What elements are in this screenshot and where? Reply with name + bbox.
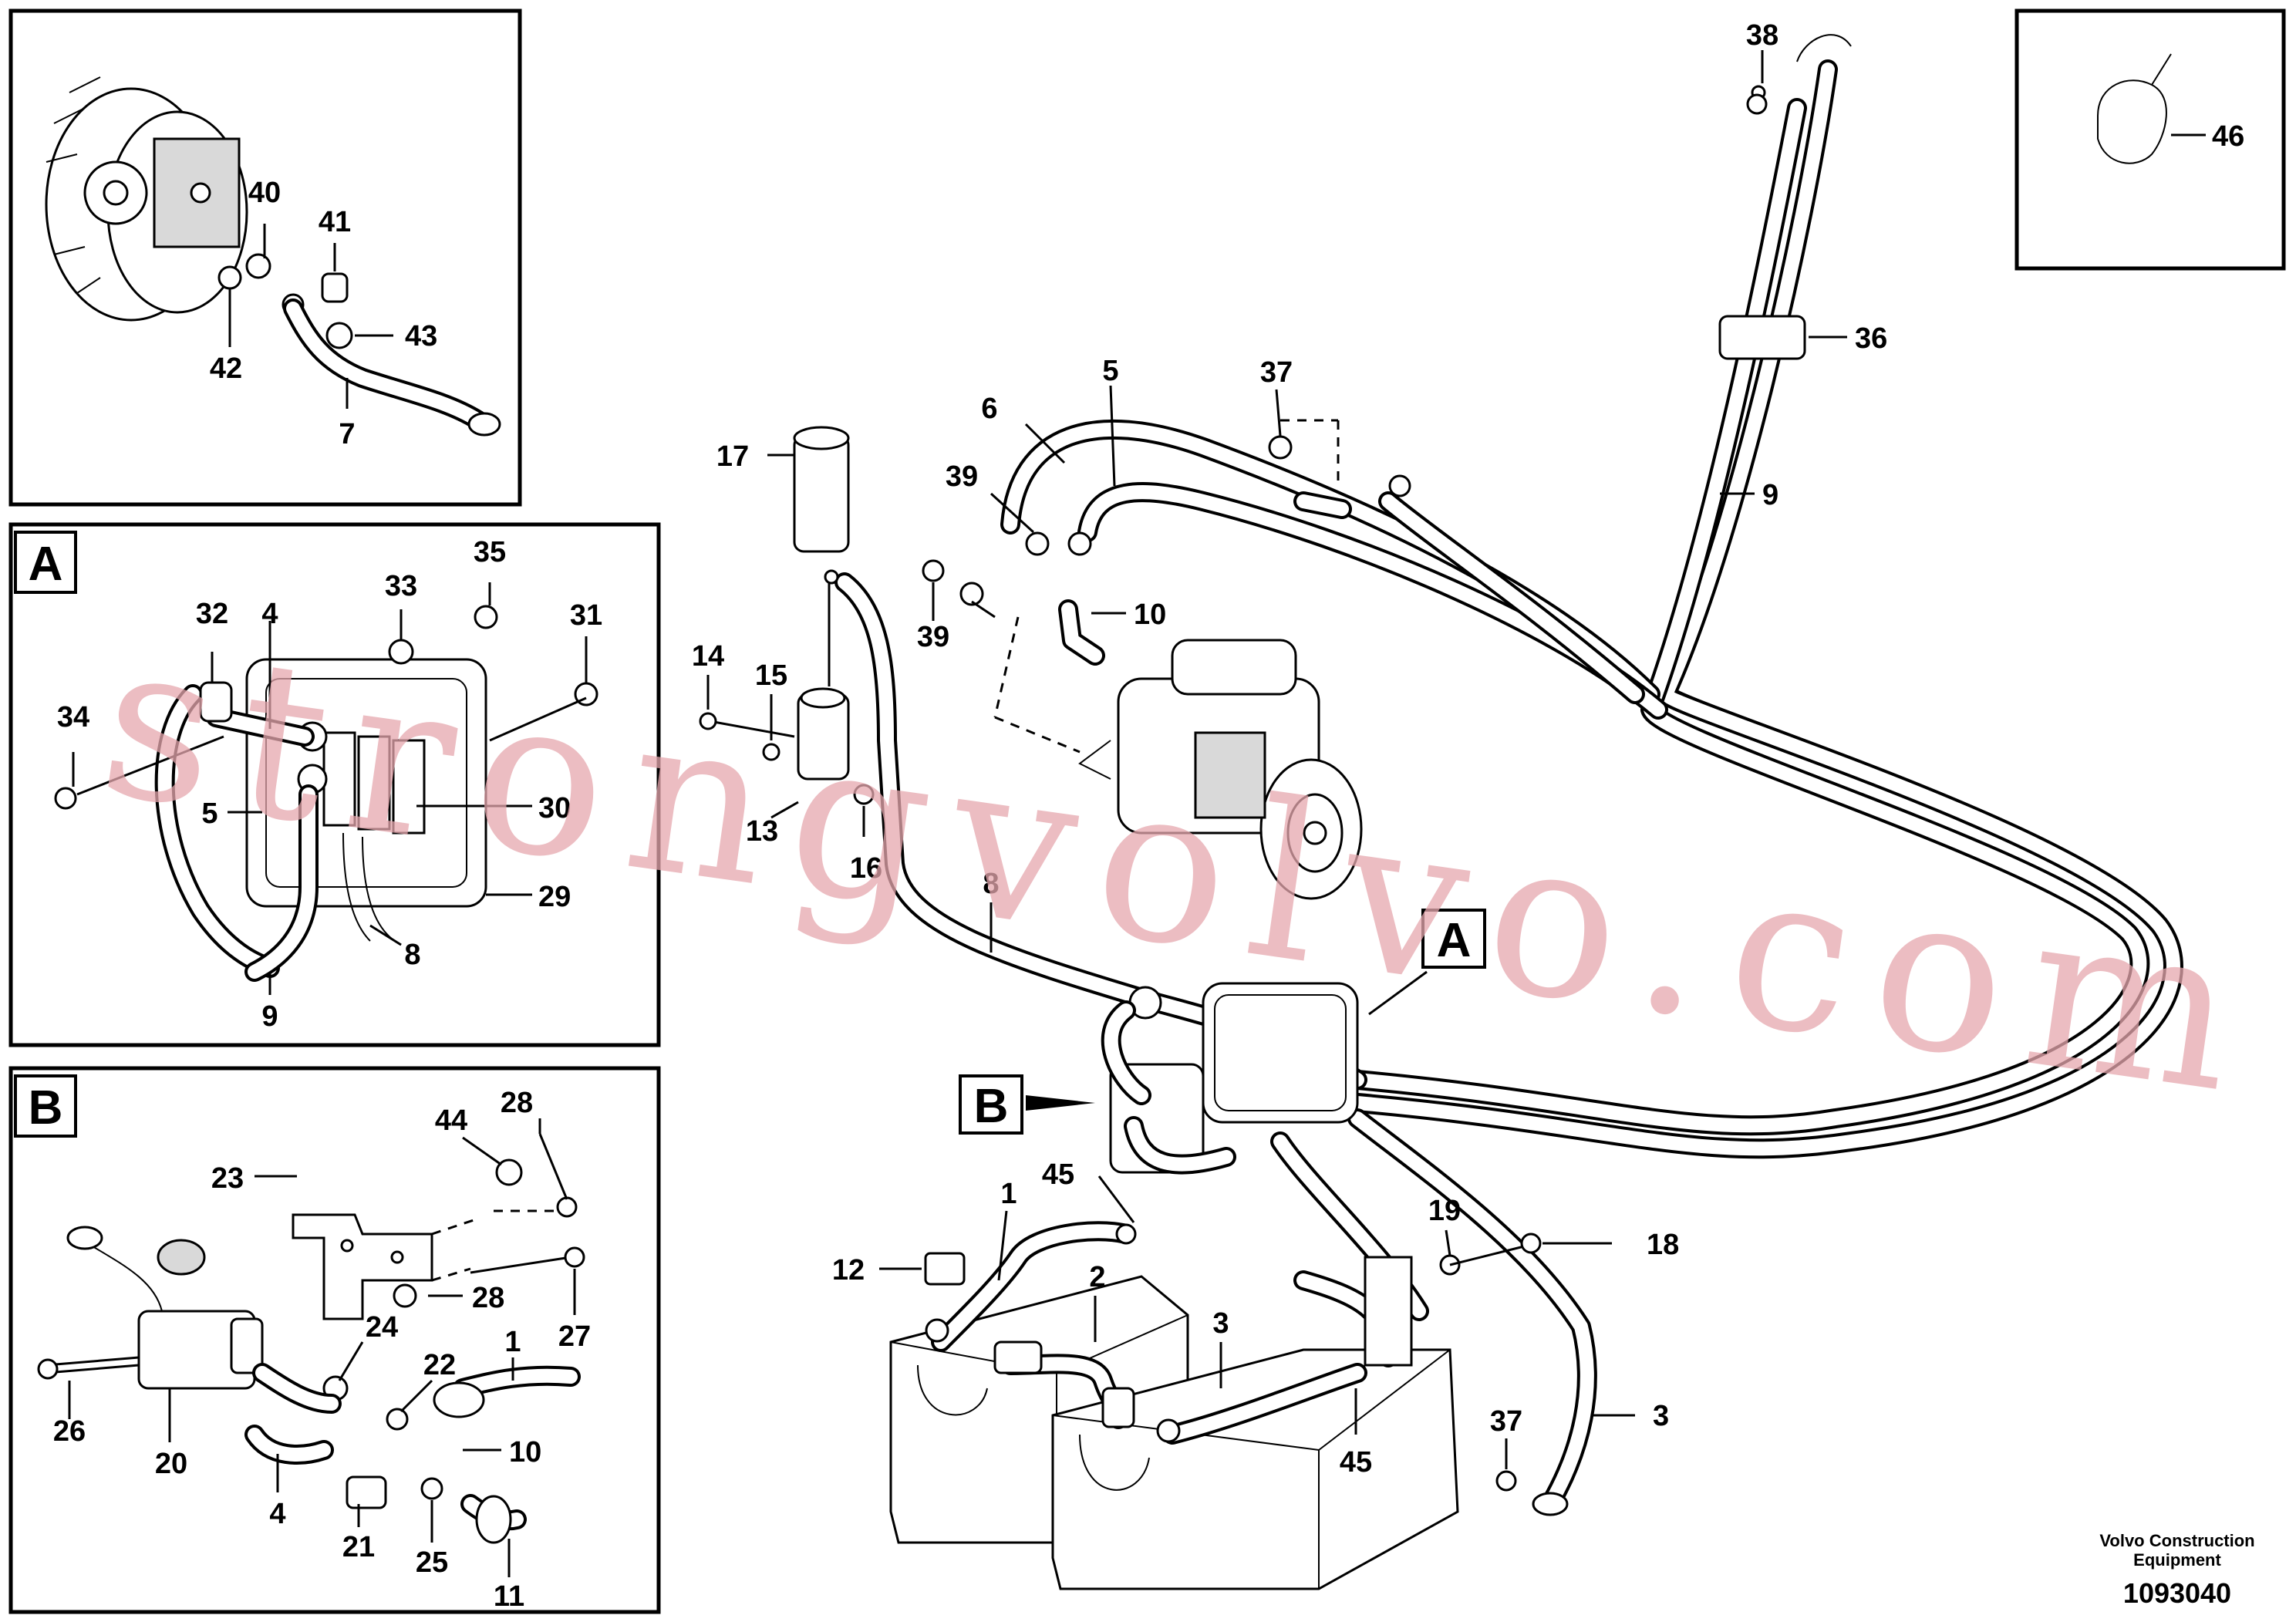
bracket-drawing — [292, 1213, 433, 1320]
label-20: 20 — [155, 1448, 187, 1480]
clip-inset: 46 — [2014, 8, 2286, 271]
label-41: 41 — [319, 206, 351, 238]
label-7: 7 — [339, 418, 355, 450]
label-10: 10 — [509, 1436, 541, 1469]
clip-drawing — [2097, 79, 2167, 164]
label-4-b: 4 — [269, 1498, 285, 1530]
label-36: 36 — [1855, 322, 1887, 355]
label-8-main: 8 — [983, 868, 999, 900]
label-28-bottom: 28 — [472, 1282, 504, 1314]
label-40: 40 — [248, 177, 281, 209]
label-34: 34 — [57, 701, 89, 733]
panel-a-letter: A — [29, 538, 63, 591]
label-35: 35 — [474, 536, 506, 568]
label-3-main: 3 — [1212, 1307, 1229, 1340]
label-3-right: 3 — [1653, 1400, 1669, 1432]
label-5: 5 — [201, 798, 217, 830]
label-29: 29 — [538, 881, 571, 913]
label-26: 26 — [53, 1415, 86, 1448]
label-21: 21 — [342, 1531, 375, 1563]
label-37-bottom: 37 — [1490, 1405, 1522, 1438]
label-5-main: 5 — [1102, 355, 1118, 387]
company-name-line1: Volvo Construction — [2099, 1531, 2254, 1550]
panel-a: A 32 4 3 — [8, 522, 661, 1047]
company-name-line2: Equipment — [2133, 1550, 2221, 1570]
label-39-top: 39 — [946, 460, 978, 493]
label-9: 9 — [261, 1000, 278, 1033]
label-30: 30 — [538, 792, 571, 824]
label-45-bottom: 45 — [1340, 1446, 1372, 1479]
relay-box-a-drawing — [1202, 982, 1359, 1124]
label-22: 22 — [423, 1349, 456, 1381]
alternator-drawing — [45, 76, 248, 322]
label-39-bottom: 39 — [917, 621, 949, 653]
label-42: 42 — [210, 352, 242, 385]
label-14: 14 — [692, 640, 724, 673]
label-10-main: 10 — [1134, 599, 1166, 631]
main-assembly: A B — [692, 19, 2183, 1590]
label-13: 13 — [746, 815, 778, 848]
label-6: 6 — [981, 393, 997, 425]
starter-motor-drawing — [1078, 639, 1363, 900]
label-9-main: 9 — [1762, 479, 1778, 511]
label-2: 2 — [1089, 1261, 1105, 1293]
label-31: 31 — [570, 599, 602, 632]
part-17-drawing — [793, 434, 850, 553]
label-27: 27 — [558, 1320, 591, 1353]
title-block: Volvo Construction Equipment 1093040 — [2099, 1531, 2254, 1609]
label-38: 38 — [1746, 19, 1778, 52]
label-16: 16 — [850, 852, 882, 885]
label-46: 46 — [2212, 120, 2244, 153]
label-37-top: 37 — [1260, 356, 1293, 389]
label-17: 17 — [716, 440, 749, 473]
label-24: 24 — [366, 1311, 398, 1344]
callout-a-letter: A — [1437, 914, 1472, 967]
label-32: 32 — [196, 598, 228, 630]
label-4: 4 — [261, 598, 278, 630]
label-25: 25 — [416, 1546, 448, 1579]
label-19: 19 — [1428, 1195, 1461, 1227]
label-12: 12 — [832, 1254, 865, 1286]
drawing-number: 1093040 — [2123, 1577, 2231, 1609]
alternator-inset: 40 41 42 43 7 — [8, 8, 522, 507]
label-11: 11 — [494, 1580, 524, 1613]
label-28-top: 28 — [501, 1087, 533, 1119]
label-45-top: 45 — [1042, 1158, 1074, 1191]
label-23: 23 — [211, 1162, 244, 1195]
label-43: 43 — [405, 320, 437, 352]
label-1-main: 1 — [1000, 1178, 1017, 1210]
label-15: 15 — [755, 659, 787, 692]
label-18: 18 — [1647, 1229, 1679, 1261]
panel-b: B — [8, 1066, 661, 1614]
label-44: 44 — [435, 1104, 467, 1137]
callout-b-letter: B — [974, 1080, 1009, 1133]
label-33: 33 — [385, 570, 417, 602]
panel-b-letter: B — [29, 1081, 63, 1135]
label-8: 8 — [404, 939, 420, 971]
label-1: 1 — [504, 1326, 521, 1358]
